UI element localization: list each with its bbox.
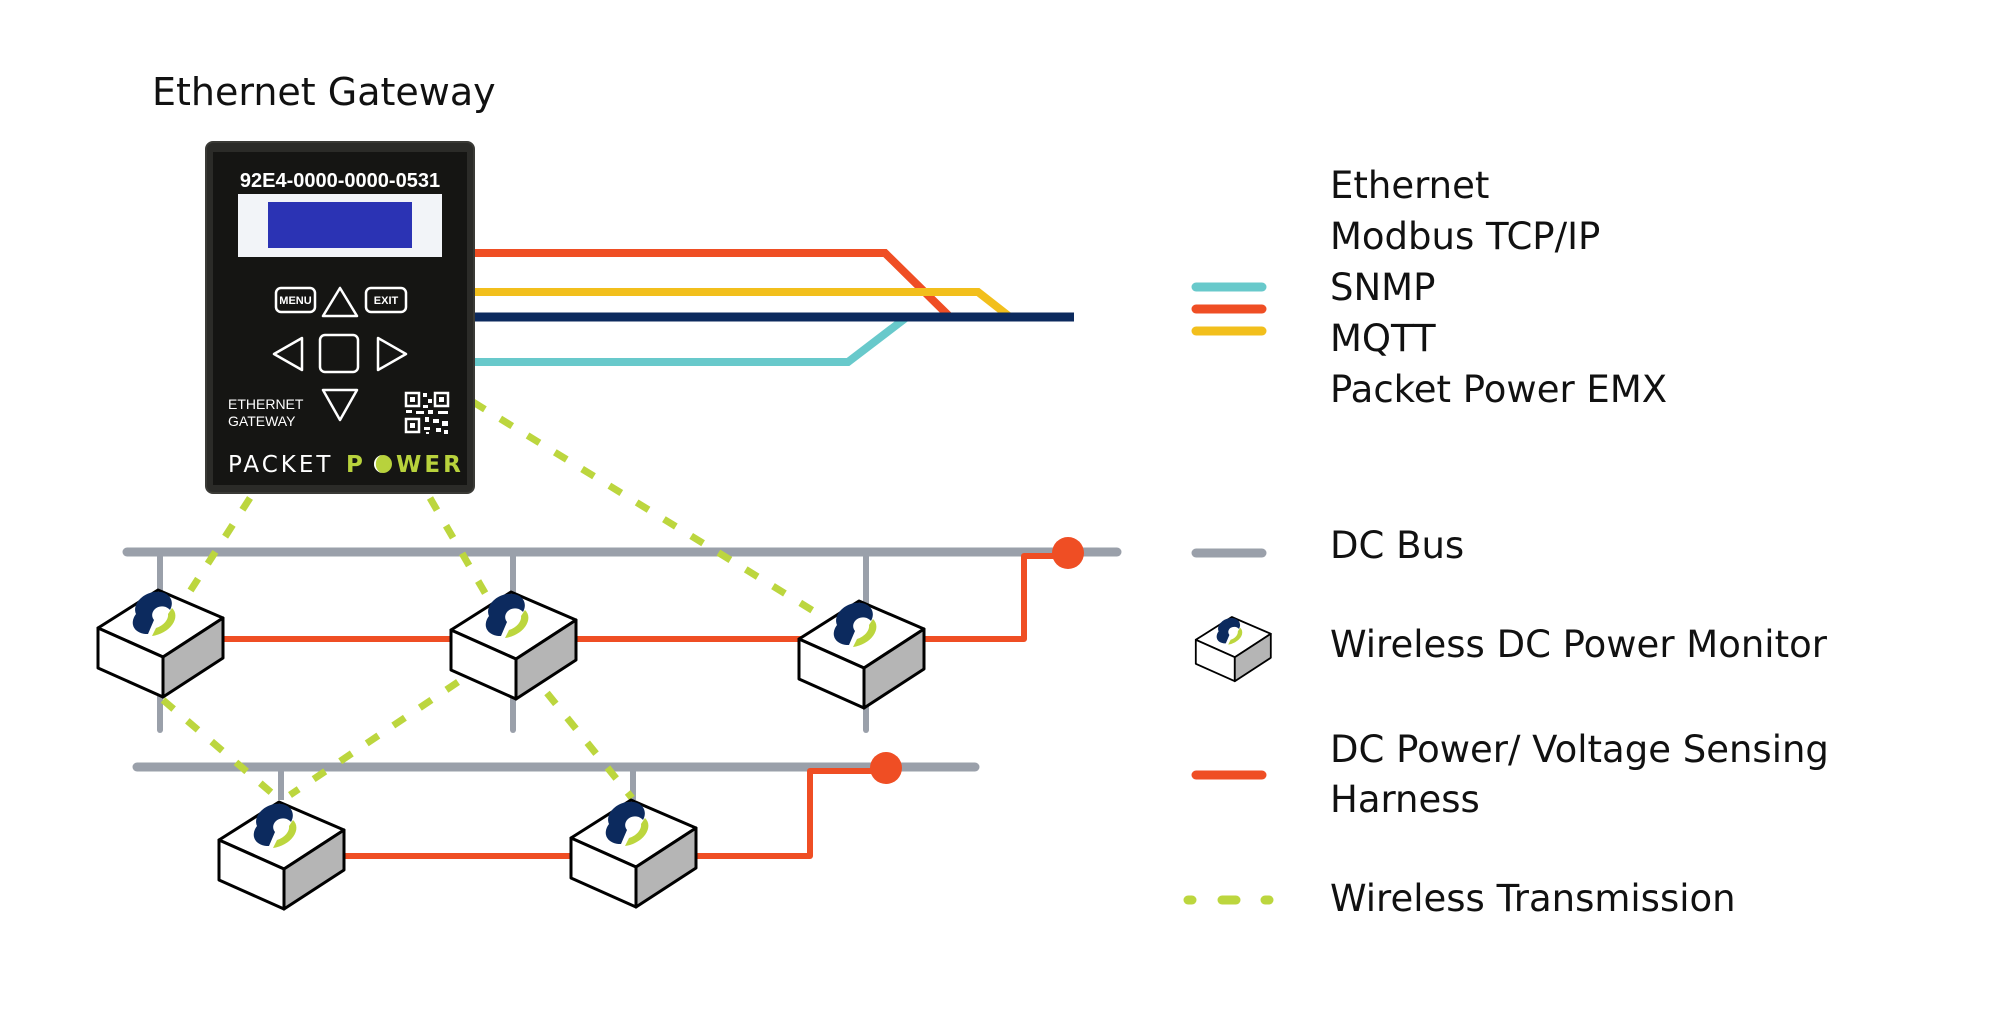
dc-buses xyxy=(122,547,1122,800)
legend-monitor-label: Wireless DC Power Monitor xyxy=(1330,623,1828,666)
legend-protocol-emx: Packet Power EMX xyxy=(1330,368,1667,411)
right-arrow-button[interactable] xyxy=(376,336,408,372)
legend-dc-bus-label: DC Bus xyxy=(1330,524,1464,567)
qr-code-icon xyxy=(404,391,450,434)
legend-protocol-snmp: SNMP xyxy=(1330,266,1435,309)
wireless-link xyxy=(175,496,253,612)
lcd-screen xyxy=(268,202,412,248)
monitor-lower-1[interactable] xyxy=(217,800,346,911)
upper-harness xyxy=(220,553,1067,642)
legend-protocols: Ethernet Modbus TCP/IP SNMP MQTT Packet … xyxy=(1191,164,1667,411)
gateway-serial: 92E4-0000-0000-0531 xyxy=(240,170,440,192)
brand-o-icon xyxy=(374,455,392,473)
wireless-links xyxy=(160,399,822,803)
svg-text:WER: WER xyxy=(396,452,464,478)
packet-power-logo: PACKET P WER xyxy=(228,452,464,478)
legend-harness-label-line2: Harness xyxy=(1330,778,1480,821)
legend-protocol-ethernet: Ethernet xyxy=(1330,164,1489,207)
legend-protocol-modbus: Modbus TCP/IP xyxy=(1330,215,1600,258)
svg-text:P: P xyxy=(346,452,366,478)
monitor-upper-2[interactable] xyxy=(449,590,578,701)
wireless-link xyxy=(471,399,822,618)
svg-text:EXIT: EXIT xyxy=(374,295,399,307)
legend-monitor-icon xyxy=(1194,616,1272,683)
up-arrow-button[interactable] xyxy=(321,286,359,318)
upper-harness-terminal xyxy=(1052,537,1084,569)
legend-wireless-label: Wireless Transmission xyxy=(1330,877,1736,920)
legend-harness-label-line1: DC Power/ Voltage Sensing xyxy=(1330,728,1829,771)
snmp-line xyxy=(470,288,1013,321)
device-label-line1: ETHERNET xyxy=(228,396,304,412)
monitor-upper-1[interactable] xyxy=(96,588,225,699)
protocol-lines xyxy=(470,249,1074,366)
modbus-line xyxy=(470,249,953,320)
svg-text:PACKET: PACKET xyxy=(228,452,333,478)
menu-button[interactable]: MENU xyxy=(274,286,317,314)
mqtt-line xyxy=(470,313,910,366)
device-label-line2: GATEWAY xyxy=(228,413,296,429)
center-select-button[interactable] xyxy=(318,333,360,374)
ethernet-gateway-device[interactable]: 92E4-0000-0000-0531 MENU EXIT ETHERNET G… xyxy=(205,141,475,494)
legend: Ethernet Modbus TCP/IP SNMP MQTT Packet … xyxy=(1183,164,1829,920)
svg-text:MENU: MENU xyxy=(279,295,311,307)
gateway-title: Ethernet Gateway xyxy=(152,70,496,114)
exit-button[interactable]: EXIT xyxy=(364,286,408,314)
lower-harness-terminal xyxy=(870,752,902,784)
down-arrow-button[interactable] xyxy=(321,388,359,422)
wireless-link xyxy=(288,679,460,798)
wireless-link xyxy=(544,690,635,801)
monitor-upper-3[interactable] xyxy=(797,599,926,710)
wireless-link xyxy=(426,496,496,607)
left-arrow-button[interactable] xyxy=(272,336,304,372)
legend-protocol-mqtt: MQTT xyxy=(1330,317,1436,360)
monitor-lower-2[interactable] xyxy=(569,798,698,909)
wireless-link xyxy=(160,697,283,803)
